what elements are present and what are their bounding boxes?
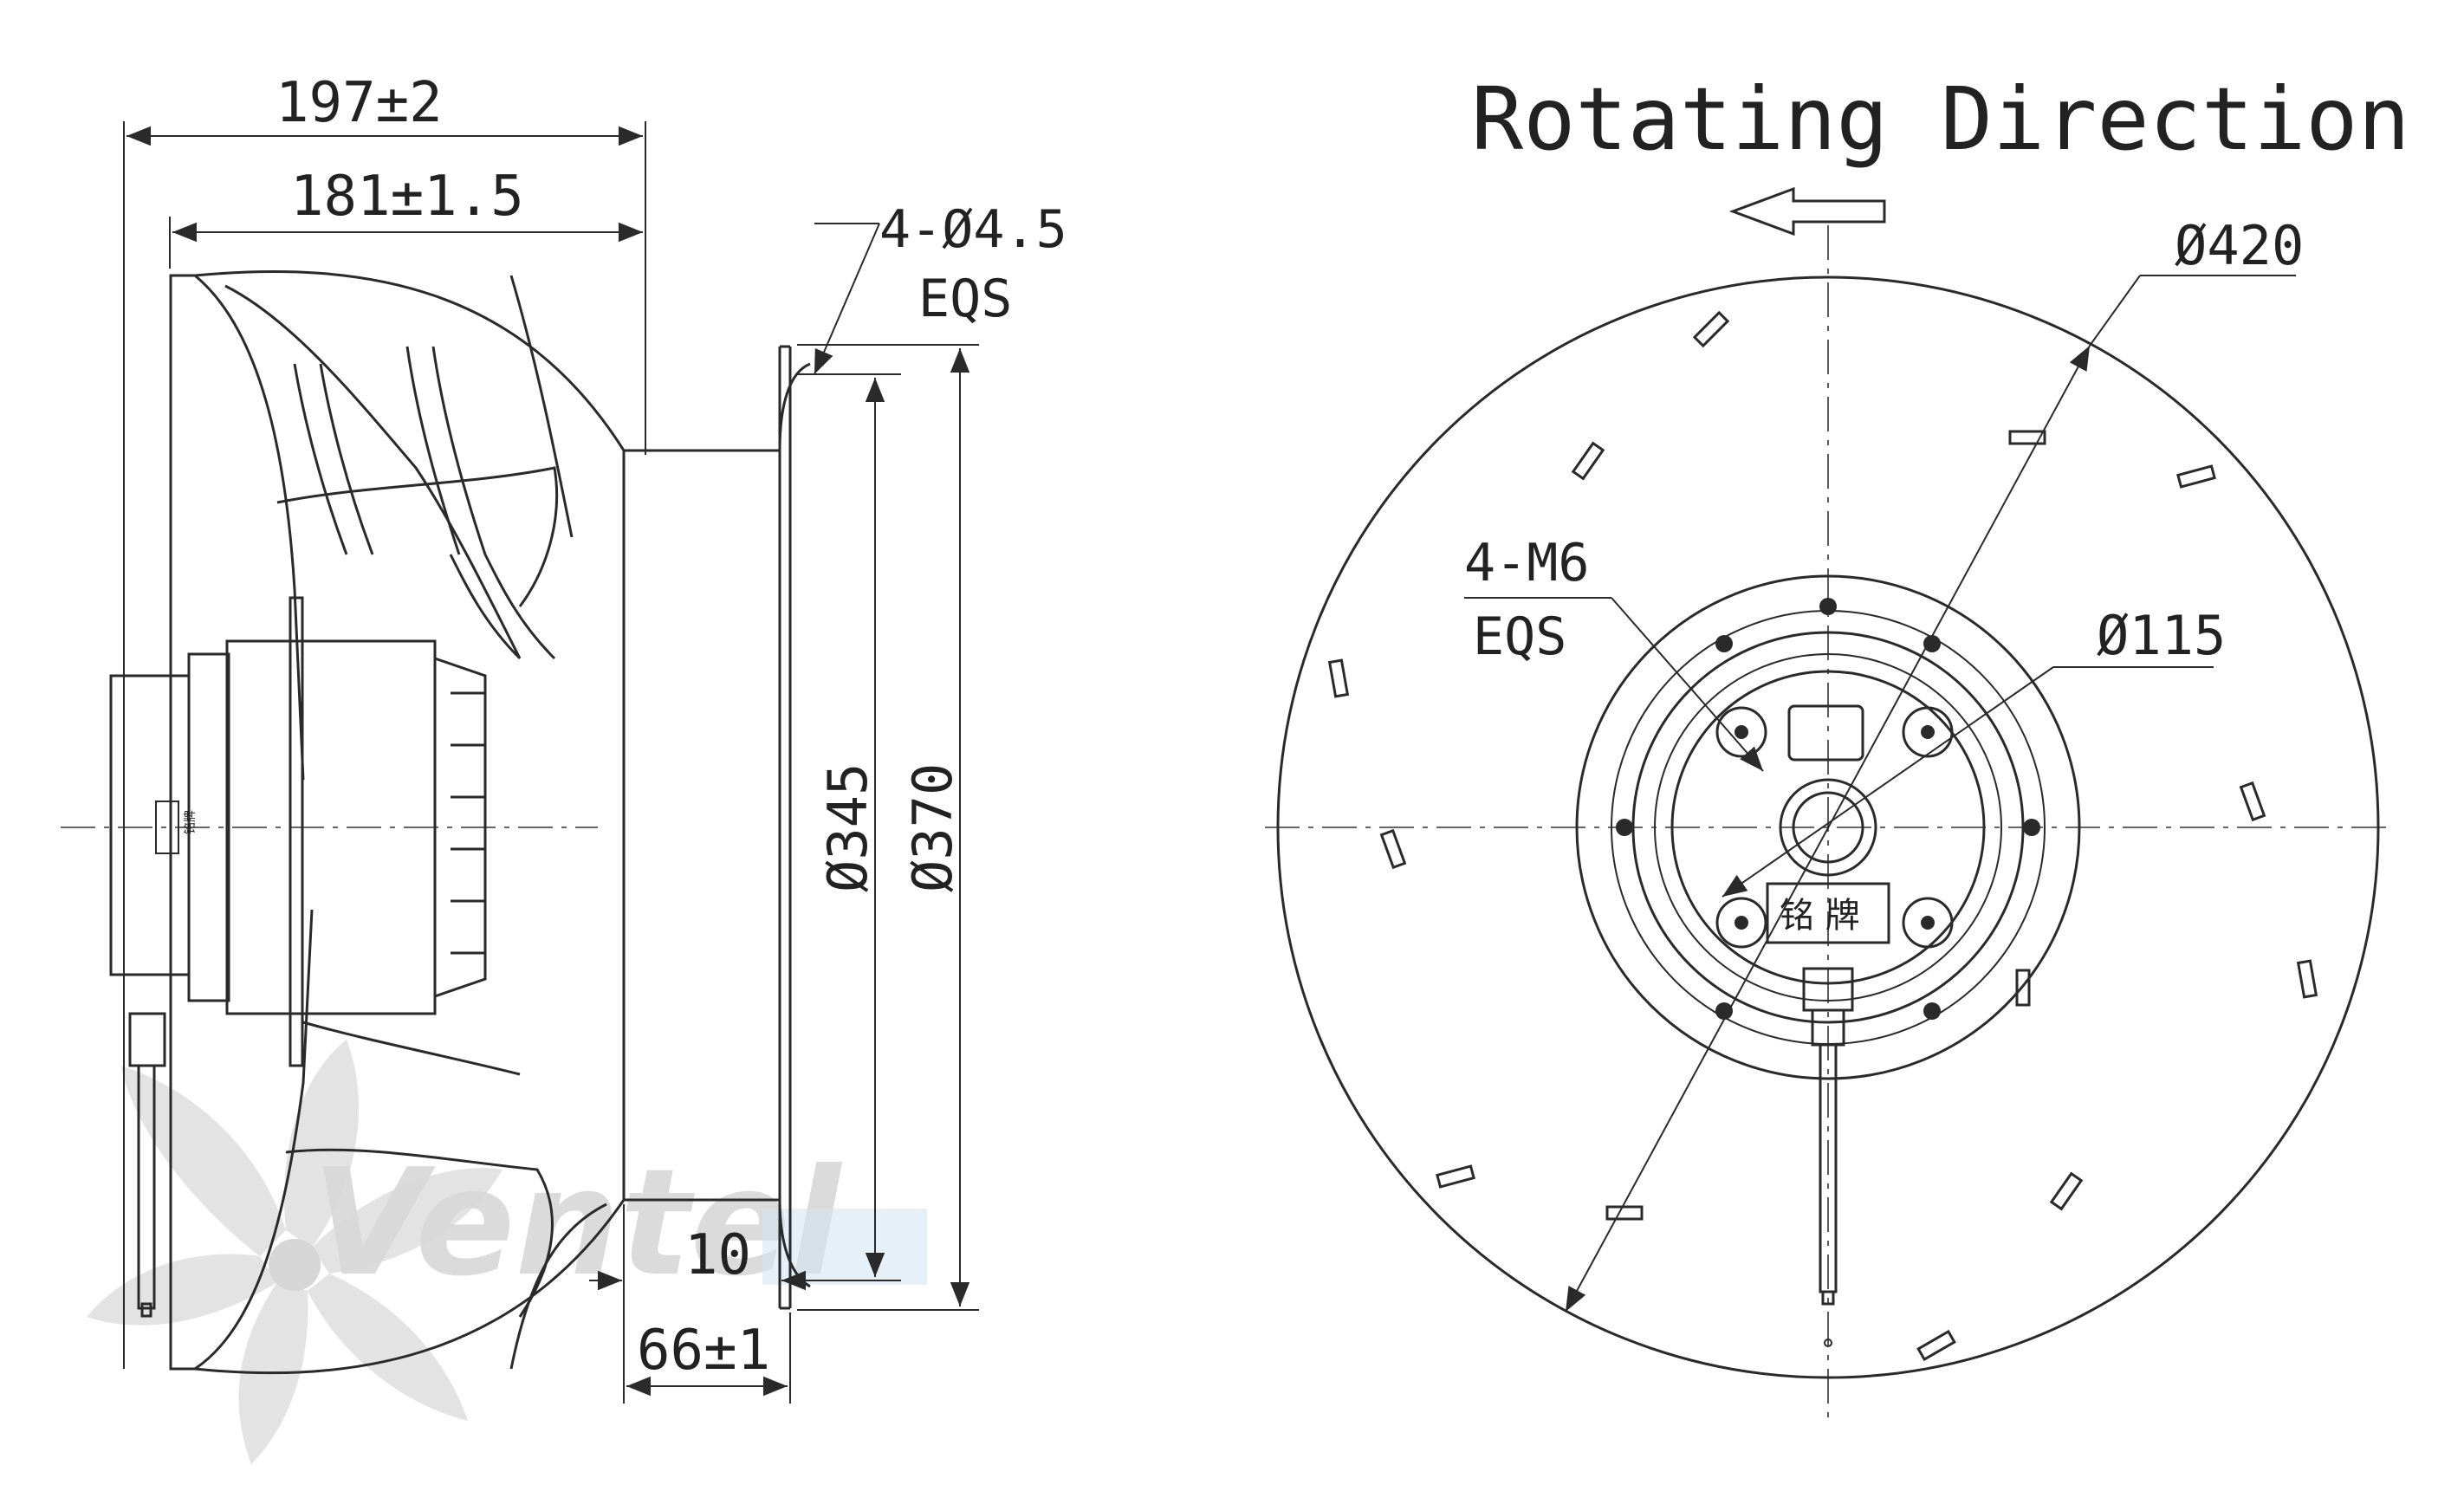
watermark-accent-bar <box>762 1209 927 1285</box>
blade-top-3 <box>276 466 559 607</box>
bolt-hole <box>1616 819 1633 836</box>
dim-inlet-diameter: Ø345 <box>816 763 879 892</box>
dim-overall-length: 197±2 <box>276 71 443 135</box>
impeller-outer-circle <box>1276 276 2380 1379</box>
inlet-flange-top <box>778 345 790 451</box>
blade-slot <box>1916 1329 1956 1362</box>
dim-motor-bolts-note: EQS <box>1473 606 1566 667</box>
blade-bottom-2 <box>509 1203 607 1370</box>
cable-end <box>140 1302 152 1318</box>
cable-gland <box>128 1012 166 1067</box>
dim-115-line <box>1722 666 2054 898</box>
dim-impeller-diameter: Ø420 <box>2175 214 2304 277</box>
impeller-backplate-top <box>169 274 195 1371</box>
motor-top-window <box>1787 704 1864 762</box>
blade-slot-1 <box>293 363 374 555</box>
blade-slot-2 <box>405 346 487 555</box>
motor-bolt <box>1735 725 1748 739</box>
blade-slot <box>2049 1171 2084 1211</box>
motor-bolt <box>1921 916 1935 930</box>
motor-bolt <box>1735 916 1748 930</box>
inlet-flange-bottom <box>778 1200 790 1310</box>
inlet-cone-top <box>194 270 811 452</box>
dim-420-line <box>1565 345 2091 1313</box>
motor-bolt <box>1921 725 1935 739</box>
nameplate-label: 铭 牌 <box>1780 896 1860 936</box>
motor-mount-plate <box>289 596 304 1067</box>
dim-ring-depth: 66±1 <box>637 1319 770 1383</box>
dim-ring-diameter: Ø370 <box>901 763 964 892</box>
motor-stator-ring <box>187 652 230 1002</box>
dim-bolt-circle: Ø115 <box>2097 604 2226 667</box>
bolt-hole <box>2023 819 2040 836</box>
dim-flange-thickness: 10 <box>684 1223 751 1287</box>
impeller-shroud-bottom <box>194 909 314 1371</box>
bolt-hole <box>1819 598 1837 615</box>
front-view: Rotating Direction <box>1265 68 2410 1421</box>
dim-impeller-length: 181±1.5 <box>290 165 524 229</box>
bolt-hole <box>1715 1002 1733 1020</box>
blade-slot <box>2296 959 2318 999</box>
dim-motor-bolts: 4-M6 <box>1464 533 1590 593</box>
inlet-cone-bottom <box>194 1198 811 1375</box>
motor-fins <box>434 657 487 998</box>
blade-slot <box>1436 1164 1475 1189</box>
bolt-hole <box>1923 1002 1941 1020</box>
side-view: 197±2 181±1.5 铭牌 <box>61 71 1067 1404</box>
blade-slot <box>1692 310 1730 348</box>
dim-mount-holes-note: EQS <box>918 269 1012 329</box>
bolt-hole <box>1715 635 1733 652</box>
impeller-shroud-top <box>194 274 305 781</box>
rotation-arrow-icon <box>1728 186 1886 237</box>
rotating-direction-title: Rotating Direction <box>1471 68 2410 170</box>
blade-slot <box>1379 828 1407 870</box>
dim-m6-leader-diag <box>1611 597 1764 772</box>
blade-slot <box>2239 781 2266 822</box>
motor-label-plate <box>155 801 179 854</box>
blade-slot <box>2176 464 2216 489</box>
blade-slot-3 <box>449 554 556 660</box>
motor-terminal-box <box>109 674 191 976</box>
dim-holes-leader-diag <box>814 223 880 375</box>
blade-bottom-3 <box>302 1021 521 1076</box>
front-cable-tip <box>1824 1339 1832 1347</box>
blade-slot <box>1327 658 1350 698</box>
motor-rotor-housing <box>225 639 437 1015</box>
blade-top-2 <box>509 275 574 538</box>
motor-label-text: 铭牌 <box>183 810 198 834</box>
blade-slot <box>1605 1205 1644 1221</box>
dim-mount-holes: 4-Ø4.5 <box>879 199 1067 260</box>
cable <box>137 1064 156 1310</box>
watermark-logo: Ventel <box>87 1040 927 1464</box>
blade-slot <box>1571 441 1605 481</box>
dim-420-leader-diag <box>2089 275 2141 347</box>
blade-top-1 <box>224 284 522 659</box>
